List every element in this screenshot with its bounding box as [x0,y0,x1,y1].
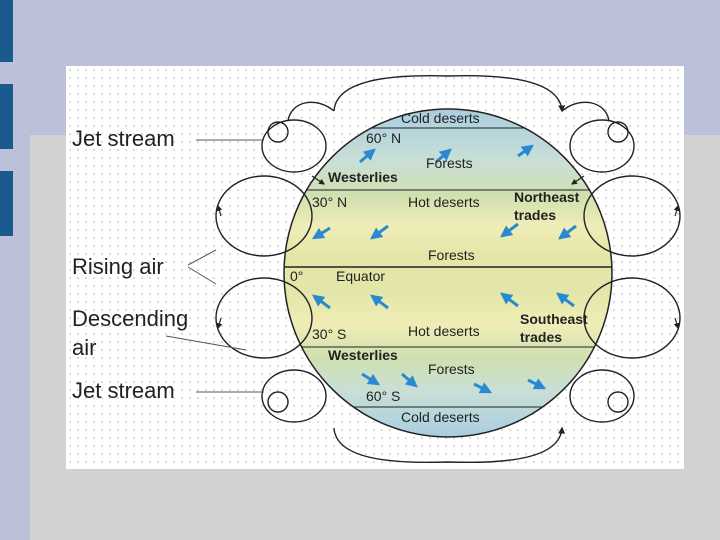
diagram-svg: Jet stream Rising air Descending air Jet… [72,74,681,464]
atmospheric-circulation-diagram: Jet stream Rising air Descending air Jet… [66,66,684,469]
label-westerlies-s: Westerlies [328,347,398,363]
jet-stream-loop-bottom [267,391,289,413]
label-hot-deserts-n: Hot deserts [408,194,480,210]
label-descending-air-2: air [72,335,96,360]
label-cold-deserts-s: Cold deserts [401,409,480,425]
cell-left-bottom [261,369,327,423]
label-southeast-trades-1: Southeast [520,311,588,327]
wind-arrow-ne-4 [558,224,577,240]
label-forests-eq: Forests [428,247,475,263]
globe [283,108,613,438]
label-hot-deserts-s: Hot deserts [408,323,480,339]
label-rising-air: Rising air [72,254,164,279]
wind-arrow-n60-3 [517,144,534,158]
polar-cell-top-right [561,101,610,122]
jet-stream-loop-bottom-right [607,391,629,413]
cell-arrow-2 [216,317,223,330]
cell-arrow-3 [673,204,680,217]
wind-arrow-ne-2 [370,224,389,240]
cell-left-upper [215,175,313,257]
label-northeast-trades-1: Northeast [514,189,580,205]
wind-arrow-s60-3 [473,382,493,394]
cell-right-upper [583,175,681,257]
label-southeast-trades-2: trades [520,329,562,345]
cell-arrow-6 [571,175,585,185]
label-60n: 60° N [366,130,401,146]
wind-arrow-ne-3 [500,222,519,238]
label-forests-s: Forests [428,361,475,377]
wind-arrow-s60-1 [361,372,381,386]
accent-bar-1 [0,0,13,62]
label-60s: 60° S [366,388,400,404]
polar-cell-top-left [287,101,335,122]
label-30s: 30° S [312,326,346,342]
label-jet-stream-bottom: Jet stream [72,378,175,403]
jet-stream-loop-top [267,121,289,143]
label-cold-deserts-n: Cold deserts [401,110,480,126]
accent-bar-3 [0,171,13,236]
jet-stream-loop-top-right [607,121,629,143]
wind-arrow-s60-2 [401,372,418,388]
label-westerlies-n: Westerlies [328,169,398,185]
wind-arrow-se-3 [500,292,519,308]
polar-cell-top [333,74,566,113]
label-northeast-trades-2: trades [514,207,556,223]
wind-arrow-se-1 [312,294,331,310]
cell-right-bottom [569,369,635,423]
wind-arrow-n60-2 [435,148,452,164]
label-jet-stream-top: Jet stream [72,126,175,151]
accent-bar-2 [0,84,13,149]
wind-arrow-se-2 [370,294,389,310]
label-0-degrees: 0° [290,268,303,284]
label-30n: 30° N [312,194,347,210]
cell-arrow-4 [673,317,680,330]
cell-left-lower [215,277,313,359]
wind-arrow-n60-1 [359,148,376,164]
label-forests-n: Forests [426,155,473,171]
label-equator: Equator [336,268,385,284]
cell-left-top [261,119,327,173]
pointer-rising-2 [187,266,217,285]
cell-arrow-1 [216,204,223,217]
label-descending-air-1: Descending [72,306,188,331]
polar-cell-bottom [333,426,566,464]
wind-arrow-se-4 [556,292,575,308]
wind-arrow-s60-4 [527,378,547,390]
wind-arrow-ne-1 [311,226,331,240]
pointer-descending [165,335,247,351]
cell-right-lower [583,277,681,359]
cell-arrow-5 [311,175,325,185]
pointer-rising-1 [187,249,217,266]
cell-right-top [569,119,635,173]
